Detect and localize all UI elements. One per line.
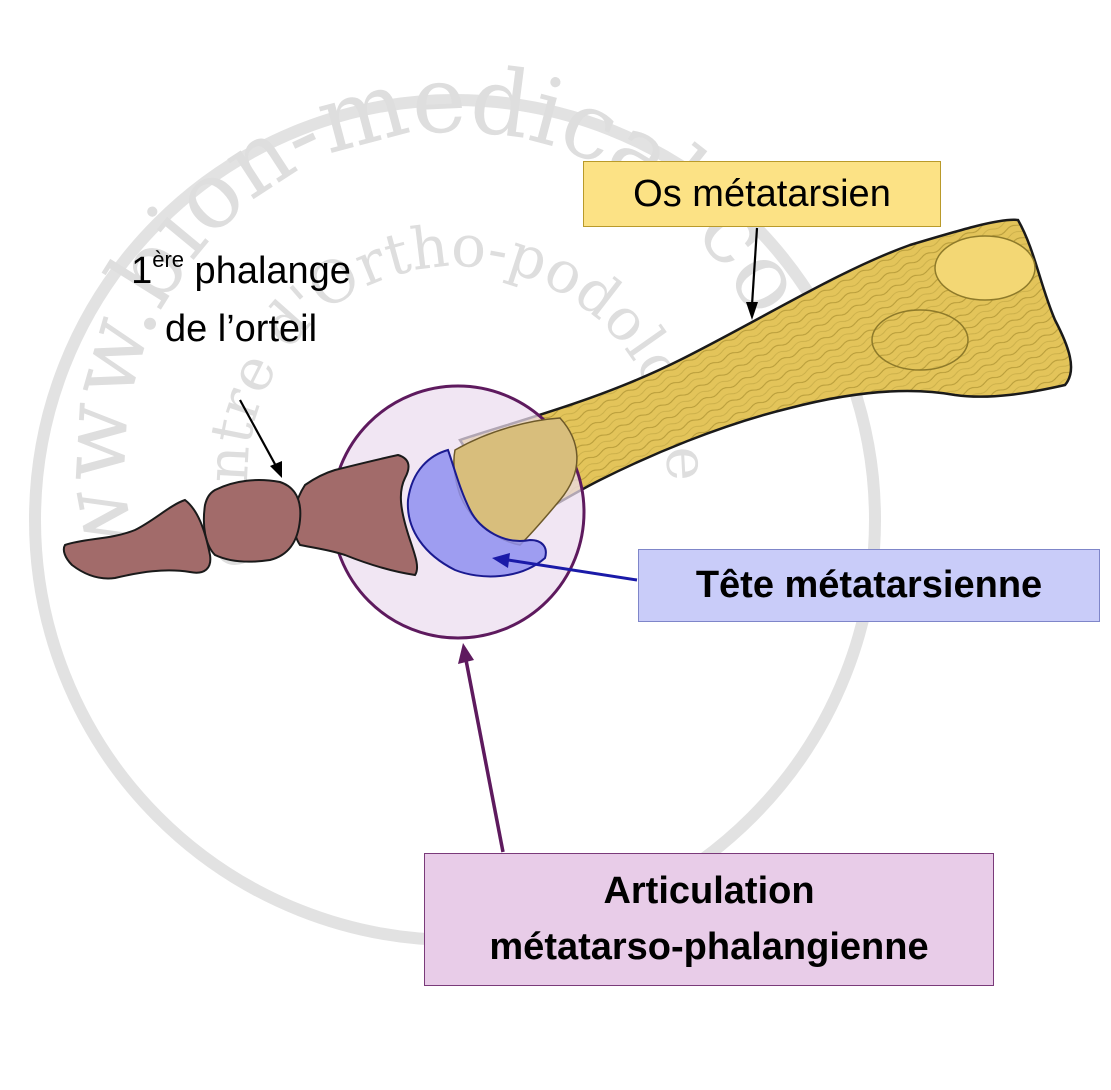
label-tete-metatarsienne-text: Tête métatarsienne <box>695 564 1043 606</box>
phalanx-label-line1: 1ère phalange <box>131 247 351 292</box>
label-tete-metatarsienne: Tête métatarsienne <box>638 549 1100 622</box>
arrow-joint <box>458 643 505 853</box>
label-premiere-phalange: 1ère phalange de l’orteil <box>96 247 386 350</box>
phalanx-number: 1 <box>131 250 153 292</box>
metatarsal-base-tuberosity <box>871 309 969 371</box>
label-articulation-line2: métatarso-phalangienne <box>489 925 929 968</box>
arrow-metatarsal <box>746 227 759 320</box>
metatarsal-head <box>406 417 578 578</box>
label-os-metatarsien: Os métatarsien <box>583 161 941 227</box>
middle-phalanx <box>202 479 302 563</box>
distal-phalanx <box>62 498 212 580</box>
label-os-metatarsien-text: Os métatarsien <box>633 172 891 215</box>
phalanx-label-line2: de l’orteil <box>164 308 318 350</box>
toe-phalanges <box>62 453 419 580</box>
metatarsal-bone <box>458 218 1073 527</box>
phalanx-word: phalange <box>184 250 351 292</box>
arrow-phalanx <box>239 399 282 478</box>
proximal-phalanx <box>292 453 419 577</box>
metatarsal-base-facet <box>934 235 1036 301</box>
metatarsal-shaft <box>458 218 1073 527</box>
phalanx-superscript: ère <box>152 247 184 272</box>
label-articulation: Articulation métatarso-phalangienne <box>424 853 994 986</box>
label-articulation-line1: Articulation <box>603 870 815 913</box>
arrow-head <box>492 553 638 582</box>
